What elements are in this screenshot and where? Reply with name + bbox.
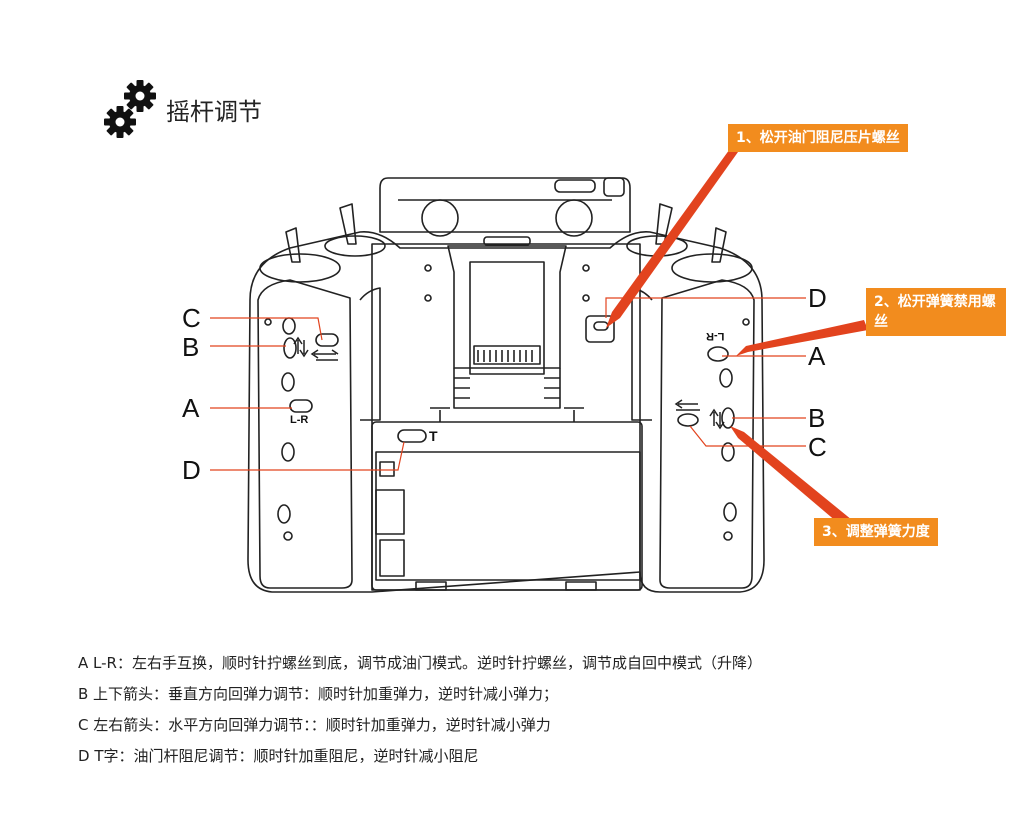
label-right-d: D	[808, 283, 827, 313]
description-d: D T字：油门杆阻尼调节：顺时针加重阻尼，逆时针减小阻尼	[78, 747, 479, 765]
lr-mark-left: L-R	[290, 414, 309, 426]
label-right-c: C	[808, 432, 827, 462]
label-left-d: D	[182, 455, 201, 485]
section-title: 摇杆调节	[166, 98, 262, 126]
label-left-b: B	[182, 332, 200, 362]
gear-icon	[104, 80, 156, 138]
label-left-a: A	[182, 393, 200, 423]
description-b: B 上下箭头：垂直方向回弹力调节：顺时针加重弹力，逆时针减小弹力；	[78, 685, 559, 703]
label-right-b: B	[808, 403, 826, 433]
lr-mark-right: L-R	[706, 330, 725, 342]
callout-throttle-damper-screw: 1、松开油门阻尼压片螺丝	[728, 124, 908, 152]
label-left-c: C	[182, 303, 201, 333]
callout-spring-disable-screw: 2、松开弹簧禁用螺丝	[866, 288, 1006, 336]
t-mark: T	[429, 428, 438, 444]
description-c: C 左右箭头：水平方向回弹力调节：：顺时针加重弹力，逆时针减小弹力	[78, 716, 551, 734]
label-right-a: A	[808, 341, 826, 371]
callout-spring-tension: 3、调整弹簧力度	[814, 518, 938, 546]
description-a: A L-R：左右手互换，顺时针拧螺丝到底，调节成油门模式。逆时针拧螺丝，调节成自…	[78, 654, 762, 672]
